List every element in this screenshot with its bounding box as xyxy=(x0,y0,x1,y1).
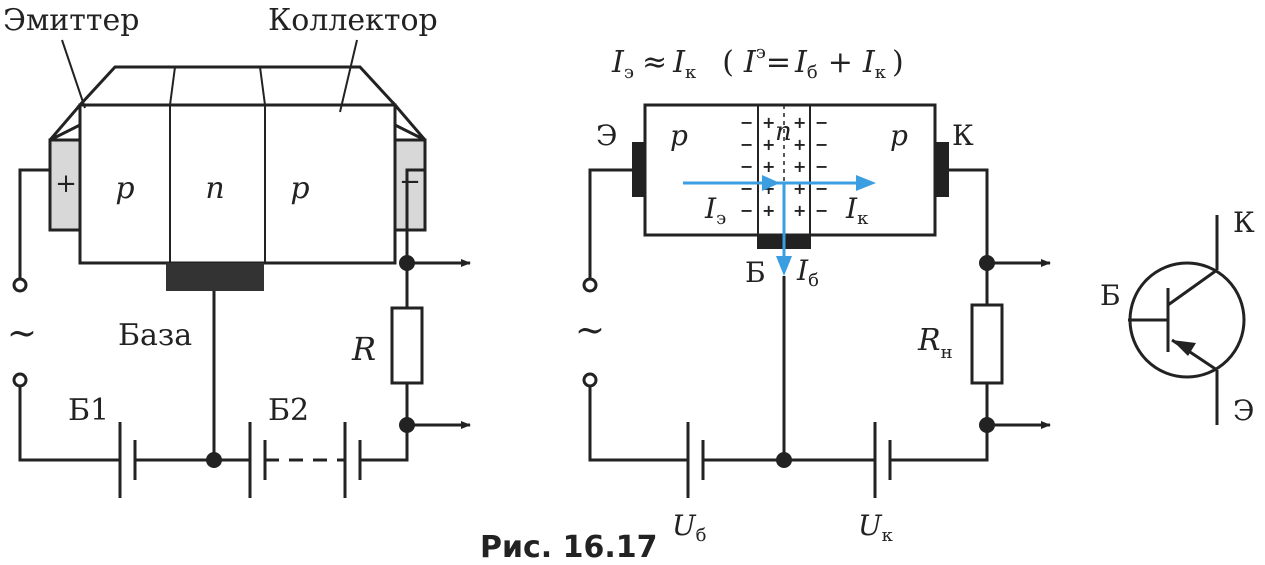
mid-input-terminal-top xyxy=(582,277,598,293)
svg-text:+: + xyxy=(793,113,806,132)
svg-text:+: + xyxy=(762,113,775,132)
input-terminal-bottom xyxy=(12,372,28,388)
left-diagram: p n p + − Эмиттер Коллектор ~ Б1 База Б2 xyxy=(3,3,471,498)
current-arrowhead-horizontal xyxy=(856,175,876,191)
svg-text:−: − xyxy=(740,135,753,154)
current-formula: Iэ≈Iк(Iэ=Iб+Iк) xyxy=(611,42,904,83)
svg-text:−: − xyxy=(815,201,828,220)
mid-collector-contact xyxy=(935,142,949,197)
svg-text:−: − xyxy=(740,113,753,132)
region-p-emitter: p xyxy=(115,171,134,206)
svg-text:+: + xyxy=(793,135,806,154)
load-resistor xyxy=(970,303,1004,385)
emitter-arrow xyxy=(1172,340,1196,356)
mid-region-n-base: n xyxy=(775,117,792,147)
load-label: Rн xyxy=(917,323,953,363)
svg-text:+: + xyxy=(762,157,775,176)
emitter-contact xyxy=(48,138,82,232)
svg-text:−: − xyxy=(740,157,753,176)
ik-label: Iк xyxy=(845,192,869,229)
collector-label: Коллектор xyxy=(268,3,438,38)
mid-base-junction xyxy=(776,452,792,468)
symbol-emitter-letter: Э xyxy=(1233,394,1254,427)
ac-symbol: ~ xyxy=(7,313,37,354)
svg-text:−: − xyxy=(740,201,753,220)
mid-base-letter: Б xyxy=(745,256,766,289)
middle-diagram: Iэ≈Iк(Iэ=Iб+Iк) −+ −+ −+ −+ −+ +− +− +− … xyxy=(575,42,1051,546)
symbol-collector-letter: К xyxy=(1233,206,1255,239)
base-contact xyxy=(166,263,264,291)
svg-text:−: − xyxy=(815,113,828,132)
battery2-label: Б2 xyxy=(268,393,309,428)
resistor-label: R xyxy=(351,330,376,368)
mid-collector-letter: К xyxy=(952,119,974,152)
mid-emitter-letter: Э xyxy=(596,119,617,152)
base-junction xyxy=(206,452,222,468)
minus-sign: − xyxy=(399,167,421,197)
collector-contact xyxy=(393,138,427,232)
svg-text:−: − xyxy=(815,157,828,176)
uk-label: Uк xyxy=(858,509,894,546)
crystal-top-face xyxy=(76,65,399,107)
svg-text:−: − xyxy=(815,135,828,154)
mid-region-p-collector: p xyxy=(890,119,908,152)
svg-text:+: + xyxy=(762,201,775,220)
ib-label: Iб xyxy=(796,254,819,291)
region-p-collector: p xyxy=(290,171,309,206)
resistor-r xyxy=(390,306,424,385)
plus-sign: + xyxy=(55,169,77,199)
emitter-label: Эмиттер xyxy=(3,3,139,38)
base-label: База xyxy=(118,318,192,353)
svg-text:+: + xyxy=(793,157,806,176)
pnp-transistor-symbol: К Б Э xyxy=(1100,206,1255,427)
ie-label: Iэ xyxy=(704,192,726,229)
symbol-base-letter: Б xyxy=(1100,279,1121,312)
mid-ac-symbol: ~ xyxy=(575,310,605,351)
figure-caption: Рис. 16.17 xyxy=(480,530,658,565)
mid-region-p-emitter: p xyxy=(670,119,688,152)
ub-label: Uб xyxy=(672,509,706,546)
region-n-base: n xyxy=(205,171,224,206)
battery1-label: Б1 xyxy=(68,393,109,428)
input-terminal-top xyxy=(12,277,28,293)
svg-text:+: + xyxy=(793,201,806,220)
svg-text:+: + xyxy=(762,135,775,154)
mid-input-terminal-bottom xyxy=(582,372,598,388)
mid-emitter-contact xyxy=(632,142,646,197)
